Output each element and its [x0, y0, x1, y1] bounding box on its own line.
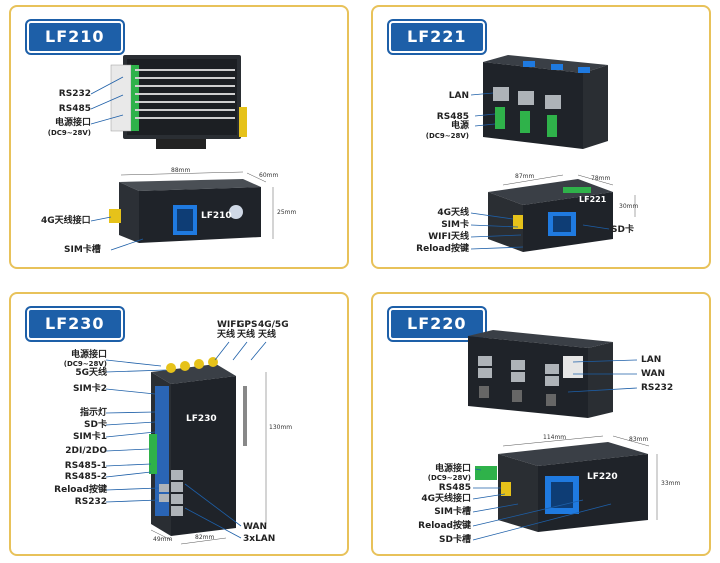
label-wan: WAN — [641, 369, 666, 379]
label-rs232: RS232 — [641, 383, 674, 393]
label-5g-antenna: 5G天线 — [75, 368, 107, 378]
lf221-illustration — [470, 55, 636, 252]
dim-depth: 83mm — [629, 436, 649, 443]
label-wifi-antenna: 天线 — [217, 330, 236, 340]
label-power: 电源接口 — [434, 464, 471, 474]
dim-depth: 60mm — [259, 172, 279, 179]
panel-title: LF230 — [27, 308, 123, 340]
dim-height: 130mm — [269, 424, 293, 431]
lf210-illustration — [90, 55, 274, 251]
label-power: 电源接口 — [70, 350, 107, 360]
label-power: 电源接口 — [54, 118, 91, 128]
label-rs232: RS232 — [58, 89, 91, 99]
label-rs485-2: RS485-2 — [64, 472, 107, 482]
label-rs485: RS485 — [438, 483, 471, 493]
label-sd: SD卡槽 — [439, 535, 471, 545]
device-label: LF220 — [587, 472, 618, 482]
label-power-range: (DC9~28V) — [63, 360, 107, 368]
label-lan: LAN — [641, 355, 662, 365]
label-sim: SIM卡 — [441, 220, 469, 230]
label-wifi: WIFI — [217, 320, 240, 330]
device-label: LF210 — [201, 211, 232, 221]
dim-height: 25mm — [277, 209, 297, 216]
label-sim: SIM卡槽 — [64, 245, 101, 255]
label-power-range: (DC9~28V) — [47, 129, 91, 137]
device-label: LF230 — [186, 414, 217, 424]
panel-lf220: LF220 LAN WAN RS232 电源接口 (DC9~28V) RS485… — [371, 292, 711, 556]
label-gps: GPS — [237, 320, 258, 330]
label-gps-antenna: 天线 — [237, 330, 256, 340]
label-indicator: 指示灯 — [79, 408, 107, 418]
label-rs232: RS232 — [74, 497, 107, 507]
panel-lf230: LF230 电源接口 (DC9~28V) 5G天线 SIM卡2 指示灯 SD卡 … — [9, 292, 349, 556]
lf220-illustration — [468, 330, 658, 541]
dim-height: 33mm — [661, 480, 681, 487]
label-power-range: (DC9~28V) — [425, 132, 469, 140]
dim-width: 49mm — [153, 536, 173, 543]
label-sim: SIM卡槽 — [434, 507, 471, 517]
label-sd: SD卡 — [84, 420, 107, 430]
label-wifi-antenna: WIFI天线 — [428, 232, 469, 242]
panel-lf210: LF210 RS232 RS485 电源接口 (DC9~28V) 4G天线接口 … — [9, 5, 349, 269]
label-power: 电源 — [450, 121, 469, 131]
label-antenna: 4G天线接口 — [41, 216, 91, 226]
label-lan: LAN — [448, 91, 469, 101]
label-power-range: (DC9~28V) — [427, 474, 471, 482]
label-antenna: 4G天线接口 — [421, 494, 471, 504]
label-rs485-1: RS485-1 — [64, 461, 107, 471]
dim-width: 88mm — [171, 167, 191, 174]
label-dio: 2DI/2DO — [65, 446, 107, 456]
panel-title: LF210 — [27, 21, 123, 53]
dim-width: 114mm — [543, 434, 567, 441]
label-reload: Reload按键 — [54, 485, 107, 495]
label-4g5g-antenna: 天线 — [258, 330, 277, 340]
label-3xlan: 3xLAN — [243, 534, 276, 544]
dim-depth: 82mm — [195, 534, 215, 541]
label-rs485: RS485 — [436, 112, 469, 122]
label-rs485: RS485 — [58, 104, 91, 114]
dim-width: 87mm — [515, 173, 535, 180]
panel-title: LF221 — [389, 21, 485, 53]
dim-height: 30mm — [619, 203, 639, 210]
panel-title: LF220 — [389, 308, 485, 340]
label-wan: WAN — [243, 522, 268, 532]
dim-depth: 78mm — [591, 175, 611, 182]
lf230-illustration — [105, 341, 267, 545]
label-sim2: SIM卡2 — [72, 384, 107, 394]
label-4g5g: 4G/5G — [258, 320, 289, 330]
label-4g-antenna: 4G天线 — [437, 208, 469, 218]
label-reload: Reload按键 — [418, 521, 471, 531]
label-sd: SD卡 — [611, 225, 634, 235]
label-reload: Reload按键 — [416, 244, 469, 254]
device-label: LF221 — [579, 195, 607, 204]
label-sim1: SIM卡1 — [72, 432, 107, 442]
panel-lf221: LF221 LAN RS485 电源 (DC9~28V) 4G天线 SIM卡 W… — [371, 5, 711, 269]
